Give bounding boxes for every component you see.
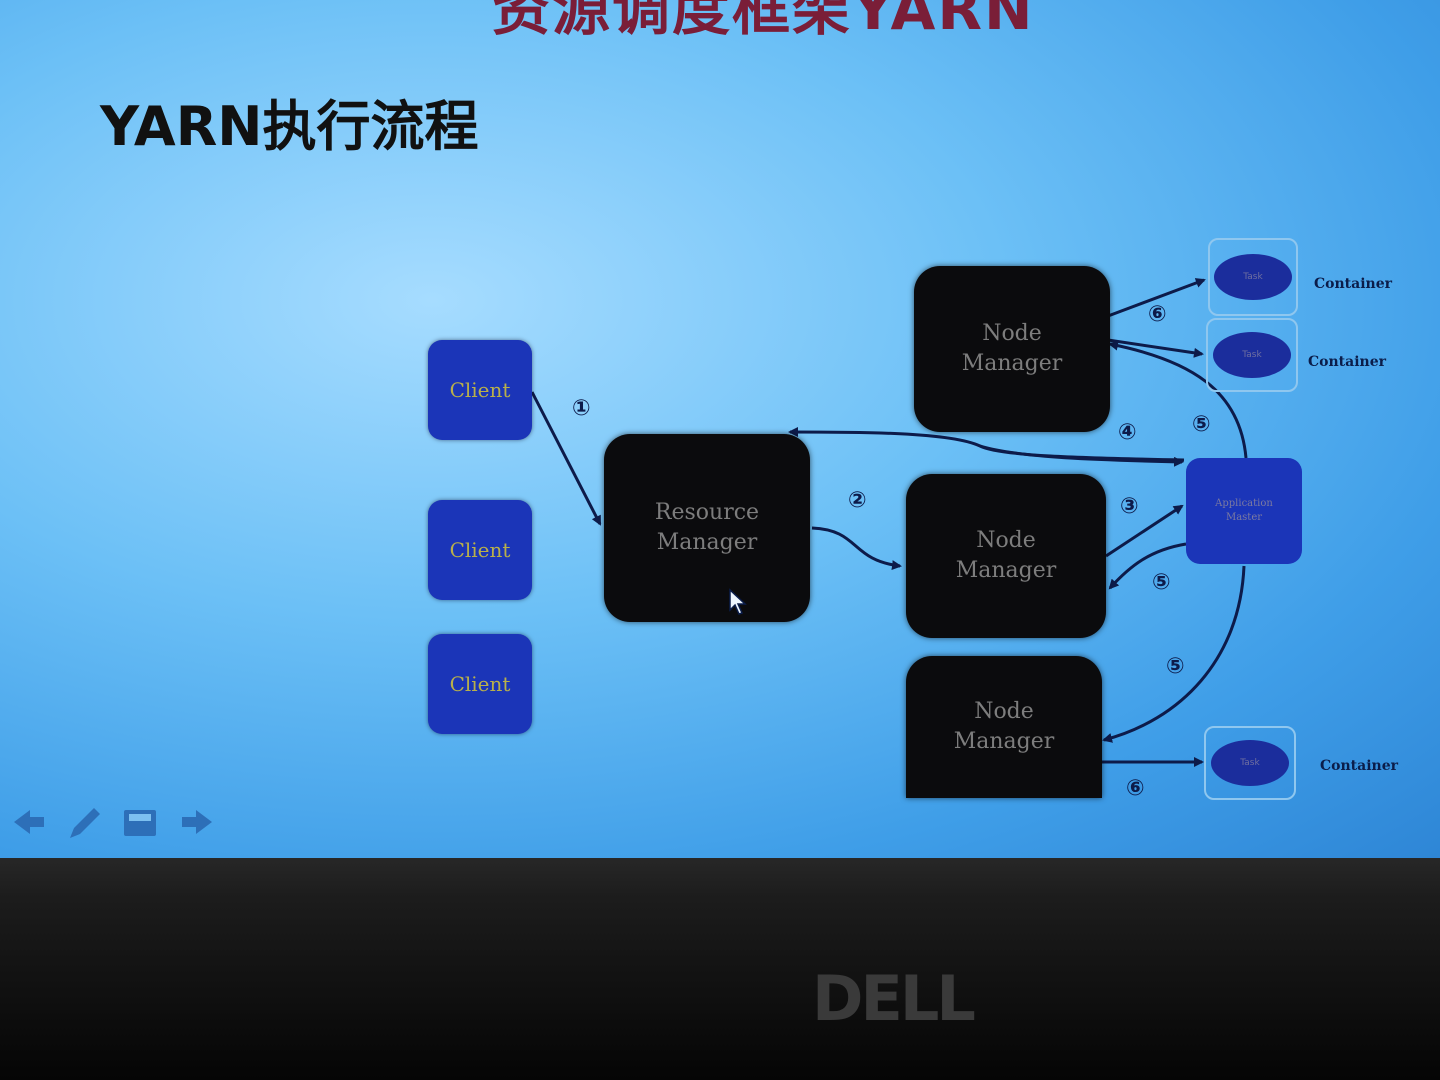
step-number-6: ⑥ xyxy=(1126,776,1145,801)
node-manager-label-2: Manager xyxy=(961,351,1063,376)
resource-manager-label-1: Resource xyxy=(654,500,760,525)
arrow-step-3 xyxy=(1105,504,1184,558)
client-box: Client xyxy=(428,634,532,734)
arrow-step-2 xyxy=(811,526,902,571)
step-number-6: ⑥ xyxy=(1148,302,1167,327)
presentation-slide: 资源调度框架YARN YARN执行流程 xyxy=(0,0,1440,858)
section-title: YARN执行流程 xyxy=(100,95,479,158)
resource-manager-label-2: Manager xyxy=(656,530,758,555)
step-number-3: ③ xyxy=(1120,494,1139,519)
step-number-5: ⑤ xyxy=(1166,654,1185,679)
task-ellipse: Task xyxy=(1211,740,1289,786)
container-label: Container xyxy=(1320,758,1398,774)
app-master-label-1: Application xyxy=(1215,498,1273,509)
slide-main-title: 资源调度框架YARN xyxy=(492,0,1035,43)
mouse-cursor-icon xyxy=(729,588,747,615)
presentation-toolbar xyxy=(10,802,220,842)
monitor-brand-logo: DELL xyxy=(812,962,976,1035)
arrow-step-6a xyxy=(1107,278,1206,318)
task-ellipse: Task xyxy=(1214,254,1292,300)
node-manager-box: Node Manager xyxy=(906,656,1102,798)
container-label: Container xyxy=(1314,276,1392,292)
step-number-4: ④ xyxy=(1118,420,1137,445)
node-manager-box: Node Manager xyxy=(906,474,1106,638)
step-number-5: ⑤ xyxy=(1192,412,1211,437)
container-label: Container xyxy=(1308,354,1386,370)
step-number-2: ② xyxy=(848,488,867,513)
arrow-step-5b xyxy=(1108,542,1187,590)
resource-manager-box: Resource Manager xyxy=(604,434,810,622)
step-number-1: ① xyxy=(572,396,591,421)
node-manager-box: Node Manager xyxy=(914,266,1110,432)
pen-icon[interactable] xyxy=(64,802,104,842)
application-master-box: Application Master xyxy=(1186,458,1302,564)
save-icon[interactable] xyxy=(120,802,160,842)
arrow-step-5c xyxy=(1102,565,1246,743)
flow-arrows xyxy=(530,278,1248,767)
client-box: Client xyxy=(428,500,532,600)
client-box: Client xyxy=(428,340,532,440)
app-master-label-2: Master xyxy=(1225,512,1263,523)
arrow-step-1 xyxy=(530,391,602,526)
container-box: Task xyxy=(1208,238,1298,316)
node-manager-label-1: Node xyxy=(976,528,1036,553)
step-number-5: ⑤ xyxy=(1152,570,1171,595)
arrow-step-5a xyxy=(1108,340,1248,459)
task-ellipse: Task xyxy=(1213,332,1291,378)
arrow-left-icon[interactable] xyxy=(10,802,50,842)
node-manager-label-2: Manager xyxy=(955,558,1057,583)
arrow-right-icon[interactable] xyxy=(176,802,216,842)
container-box: Task xyxy=(1206,318,1298,392)
node-manager-label-2: Manager xyxy=(953,729,1055,754)
node-manager-label-1: Node xyxy=(982,321,1042,346)
node-manager-label-1: Node xyxy=(974,699,1034,724)
container-box: Task xyxy=(1204,726,1296,800)
monitor-bezel xyxy=(0,858,1440,1080)
